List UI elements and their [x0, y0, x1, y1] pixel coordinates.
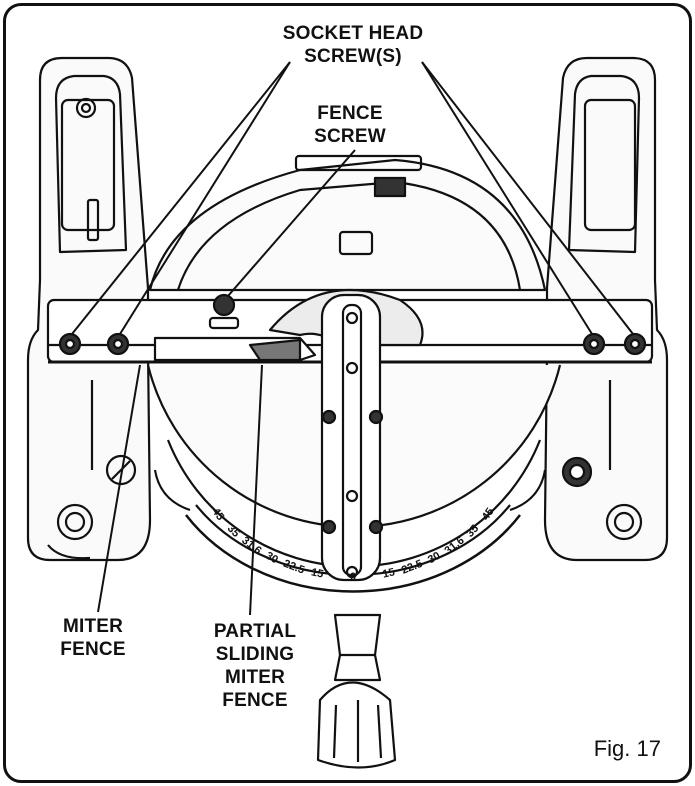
miter-fence-callout: MITER FENCE: [38, 615, 148, 661]
scale-label-right-0: 15: [381, 566, 396, 580]
left-lock-knob: [105, 454, 137, 486]
partial-sliding-line-2: SLIDING: [215, 644, 295, 665]
right-wing-slot: [583, 98, 637, 232]
socket-head-screw-right-outer: [623, 332, 647, 356]
fence-screw-line-2: SCREW: [314, 126, 386, 147]
partial-sliding-line-1: PARTIAL: [213, 621, 297, 642]
miter-scale-arc: [185, 514, 521, 593]
scale-label-left-5: 15: [310, 566, 325, 580]
scale-label-center: 0: [350, 571, 356, 583]
scale-label-left-3: 30: [263, 550, 280, 566]
socket-head-screws-callout: SOCKET HEAD SCREW(S): [258, 22, 448, 68]
scale-label-left-1: 35: [225, 523, 242, 540]
arm-screw: [321, 409, 337, 425]
scale-label-right-3: 31.6: [442, 535, 466, 558]
socket-head-line-2: SCREW(S): [304, 46, 402, 67]
kerf-plate: [373, 176, 407, 198]
leader-lines: [71, 61, 634, 616]
fence-screw-callout: FENCE SCREW: [300, 102, 400, 148]
scale-label-left-0: 45: [209, 506, 226, 523]
partial-sliding-line-4: FENCE: [222, 690, 288, 711]
table-top-body: [148, 158, 547, 292]
scale-label-right-2: 30: [426, 550, 443, 566]
socket-head-screw-right-inner: [582, 332, 606, 356]
miter-arm: [320, 293, 382, 582]
miter-lock-handle: [333, 613, 382, 657]
figure-label: Fig. 17: [593, 736, 661, 761]
scale-label-right-4: 35: [464, 523, 481, 540]
left-wing-screw: [75, 97, 97, 119]
right-mount-hole: [605, 503, 643, 541]
scale-label-right-5: 45: [480, 506, 497, 523]
fence-screw: [212, 293, 236, 317]
partial-sliding-line-3: MITER: [224, 667, 286, 688]
fence-screw-line-1: FENCE: [317, 103, 383, 124]
left-mount-hole: [56, 503, 94, 541]
miter-fence-line-2: FENCE: [60, 639, 126, 660]
socket-head-screw-left-inner: [106, 332, 130, 356]
socket-head-line-1: SOCKET HEAD: [282, 23, 424, 44]
partial-sliding-miter-fence-callout: PARTIAL SLIDING MITER FENCE: [200, 620, 310, 712]
miter-fence-line-1: MITER: [62, 616, 124, 637]
socket-head-screw-left-outer: [58, 332, 82, 356]
